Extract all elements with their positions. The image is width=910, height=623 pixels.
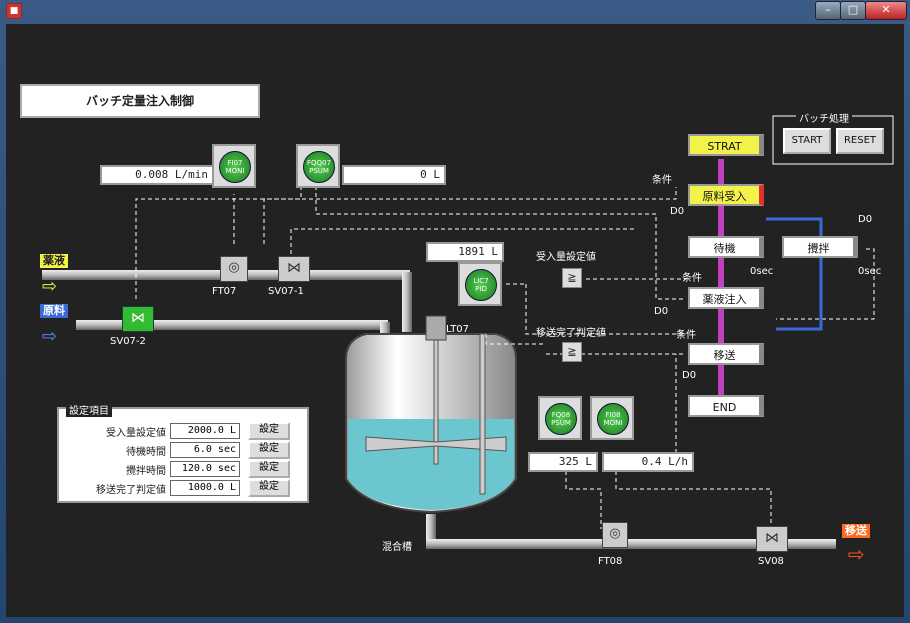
ft07-label: FT07	[212, 286, 237, 297]
genryo-arrow-icon: ⇨	[42, 326, 58, 347]
setting-button-1[interactable]: 設定	[248, 422, 290, 440]
sv07-2-valve-icon[interactable]: ⋈	[122, 306, 154, 332]
yakueki-tag: 薬液	[40, 254, 68, 268]
sv08-label: SV08	[758, 556, 784, 567]
screen-title: バッチ定量注入制御	[20, 84, 260, 118]
compare-ukeire: ≧	[562, 268, 582, 288]
setting-button-2[interactable]: 設定	[248, 441, 290, 459]
seq-yakueki-chunyu-step[interactable]: 薬液注入	[688, 287, 764, 309]
minimize-button[interactable]: –	[815, 1, 841, 20]
close-button[interactable]: ✕	[865, 1, 907, 20]
agitator-blade	[365, 436, 507, 452]
isou-judge-label: 移送完了判定値	[536, 328, 606, 339]
sequence-line	[718, 159, 724, 404]
fi07-value: 0.008 L/min	[100, 165, 214, 185]
seq-taiki-step[interactable]: 待機	[688, 236, 764, 258]
sv07-1-label: SV07-1	[268, 286, 304, 297]
setting-value-2[interactable]: 6.0 sec	[170, 442, 240, 458]
compare-isou: ≧	[562, 342, 582, 362]
fqq07-value: 0 L	[342, 165, 446, 185]
setting-label-4: 移送完了判定値	[96, 485, 166, 496]
batch-reset-button[interactable]: RESET	[836, 128, 884, 154]
jouken-label-2: 条件	[682, 273, 702, 284]
maximize-button[interactable]: □	[840, 1, 866, 20]
agitator-motor	[425, 315, 447, 341]
fi08-value: 0.4 L/h	[602, 452, 694, 472]
fi08-tag: FI08	[605, 411, 621, 419]
pipe-genryo	[76, 320, 388, 330]
lic07-tag: LIC7	[473, 277, 489, 285]
setting-label-3: 攪拌時間	[126, 466, 166, 477]
setting-value-4[interactable]: 1000.0 L	[170, 480, 240, 496]
osec-label-1: 0sec	[750, 266, 774, 277]
do-label-1: D0	[670, 206, 685, 217]
app-icon[interactable]: ■	[6, 3, 22, 19]
fq08-tag: FQ08	[551, 411, 571, 419]
do-label-4: D0	[858, 214, 873, 225]
batch-start-button[interactable]: START	[783, 128, 831, 154]
title-bar[interactable]: ■ – □ ✕	[0, 0, 910, 22]
yakueki-arrow-icon: ⇨	[42, 276, 58, 297]
osec-label-2: 0sec	[858, 266, 882, 277]
genryo-tag: 原料	[40, 304, 68, 318]
sv08-valve-icon[interactable]: ⋈	[756, 526, 788, 552]
fi07-mode: MONI	[225, 167, 245, 175]
ft07-flowmeter-icon[interactable]: ◎	[220, 256, 248, 282]
fqq07-tag: FQQ07	[307, 159, 331, 167]
isou-tag: 移送	[842, 524, 870, 538]
mix-tank-label: 混合槽	[382, 542, 412, 553]
jouken-label-3: 条件	[676, 330, 696, 341]
setting-button-4[interactable]: 設定	[248, 479, 290, 497]
setting-button-3[interactable]: 設定	[248, 460, 290, 478]
setting-label-2: 待機時間	[126, 447, 166, 458]
fi08-mode: MONI	[603, 419, 623, 427]
fi07-tag: FI07	[227, 159, 243, 167]
jouken-label-1: 条件	[652, 175, 672, 186]
ukeire-setting-label: 受入量設定値	[536, 252, 596, 263]
batch-title: バッチ処理	[796, 110, 852, 125]
lt07-label: LT07	[446, 324, 470, 335]
do-label-2: D0	[654, 306, 669, 317]
setting-value-3[interactable]: 120.0 sec	[170, 461, 240, 477]
setting-value-1[interactable]: 2000.0 L	[170, 423, 240, 439]
seq-isou-step[interactable]: 移送	[688, 343, 764, 365]
seq-genryo-ukeire-step[interactable]: 原料受入	[688, 184, 764, 206]
sv07-1-valve-icon[interactable]: ⋈	[278, 256, 310, 282]
seq-end-step[interactable]: END	[688, 395, 764, 417]
fq08-mode: PSUM	[551, 419, 571, 427]
settings-title: 設定項目	[66, 402, 112, 417]
pipe-outlet-down	[426, 514, 436, 544]
fq08-value: 325 L	[528, 452, 598, 472]
lic07-value: 1891 L	[426, 242, 504, 262]
level-probe	[479, 333, 486, 495]
sv07-2-label: SV07-2	[110, 336, 146, 347]
do-label-3: D0	[682, 370, 697, 381]
seq-start-step[interactable]: STRAT	[688, 134, 764, 156]
tank-liquid	[348, 419, 514, 510]
seq-kakuhan-step[interactable]: 攪拌	[782, 236, 858, 258]
sequence-loop	[766, 217, 823, 331]
pipe-outlet	[426, 539, 836, 549]
pipe-yakueki-down	[402, 272, 412, 332]
ft08-flowmeter-icon[interactable]: ◎	[602, 522, 628, 548]
ft08-label: FT08	[598, 556, 623, 567]
isou-arrow-icon: ⇨	[848, 542, 865, 566]
lic07-mode: PID	[475, 285, 487, 293]
fqq07-mode: PSUM	[309, 167, 329, 175]
setting-label-1: 受入量設定値	[106, 428, 166, 439]
